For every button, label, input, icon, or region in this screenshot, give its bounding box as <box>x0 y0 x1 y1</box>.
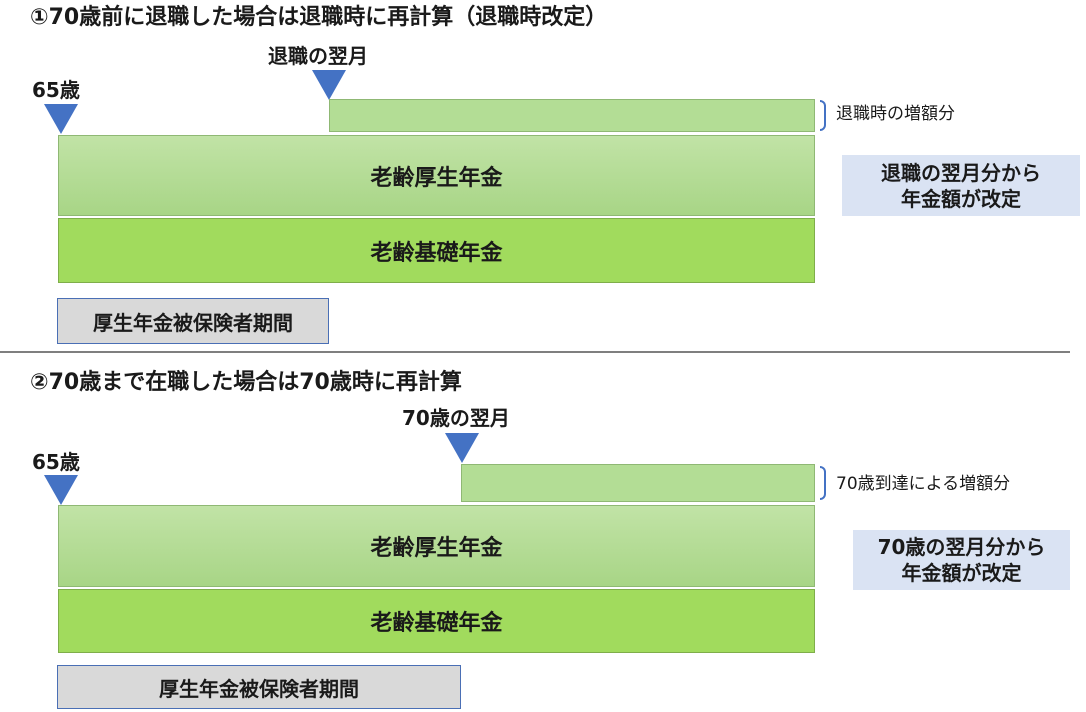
triangle-down-icon <box>44 475 78 505</box>
section1-change-marker-label: 退職の翌月 <box>268 44 368 68</box>
triangle-down-icon <box>445 433 479 463</box>
section2-increase-label: 70歳到達による増額分 <box>836 474 1011 494</box>
section2-employees-pension-label: 老齢厚生年金 <box>370 536 503 561</box>
section1-title: ①70歳前に退職した場合は退職時に再計算（退職時改定） <box>30 5 608 30</box>
section1-increase-label: 退職時の増額分 <box>836 104 955 124</box>
section2-increase-bar <box>461 464 815 502</box>
section1-employees-pension-bar: 老齢厚生年金 <box>58 135 815 216</box>
right-brace-icon <box>820 100 826 131</box>
section2-note-line2: 年金額が改定 <box>901 561 1022 585</box>
section2-note-box: 70歳の翌月分から 年金額が改定 <box>853 530 1070 590</box>
section1-employees-pension-label: 老齢厚生年金 <box>370 165 503 191</box>
section2-period-label: 厚生年金被保険者期間 <box>159 676 359 701</box>
triangle-down-icon <box>44 104 78 134</box>
section1-basic-pension-label: 老齢基礎年金 <box>370 240 503 266</box>
section2-employees-pension-bar: 老齢厚生年金 <box>58 505 815 587</box>
section1-start-marker-label: 65歳 <box>32 78 80 102</box>
section2-change-marker-label: 70歳の翌月 <box>402 406 510 430</box>
right-brace-icon <box>820 466 826 500</box>
section1-increase-bar <box>329 99 815 132</box>
section2-period-box: 厚生年金被保険者期間 <box>57 665 461 709</box>
section1-note-line2: 年金額が改定 <box>901 186 1021 211</box>
section1-note-box: 退職の翌月分から 年金額が改定 <box>842 155 1080 216</box>
section1-period-box: 厚生年金被保険者期間 <box>57 298 329 344</box>
section2-title: ②70歳まで在職した場合は70歳時に再計算 <box>30 370 462 395</box>
section-divider <box>0 351 1070 353</box>
section2-note-line1: 70歳の翌月分から <box>877 535 1046 559</box>
section1-note-line1: 退職の翌月分から <box>881 160 1041 185</box>
section2-basic-pension-bar: 老齢基礎年金 <box>58 589 815 653</box>
section1-period-label: 厚生年金被保険者期間 <box>93 310 293 335</box>
triangle-down-icon <box>312 70 346 100</box>
section1-basic-pension-bar: 老齢基礎年金 <box>58 218 815 283</box>
section2-basic-pension-label: 老齢基礎年金 <box>370 611 503 636</box>
section2-start-marker-label: 65歳 <box>32 450 80 474</box>
